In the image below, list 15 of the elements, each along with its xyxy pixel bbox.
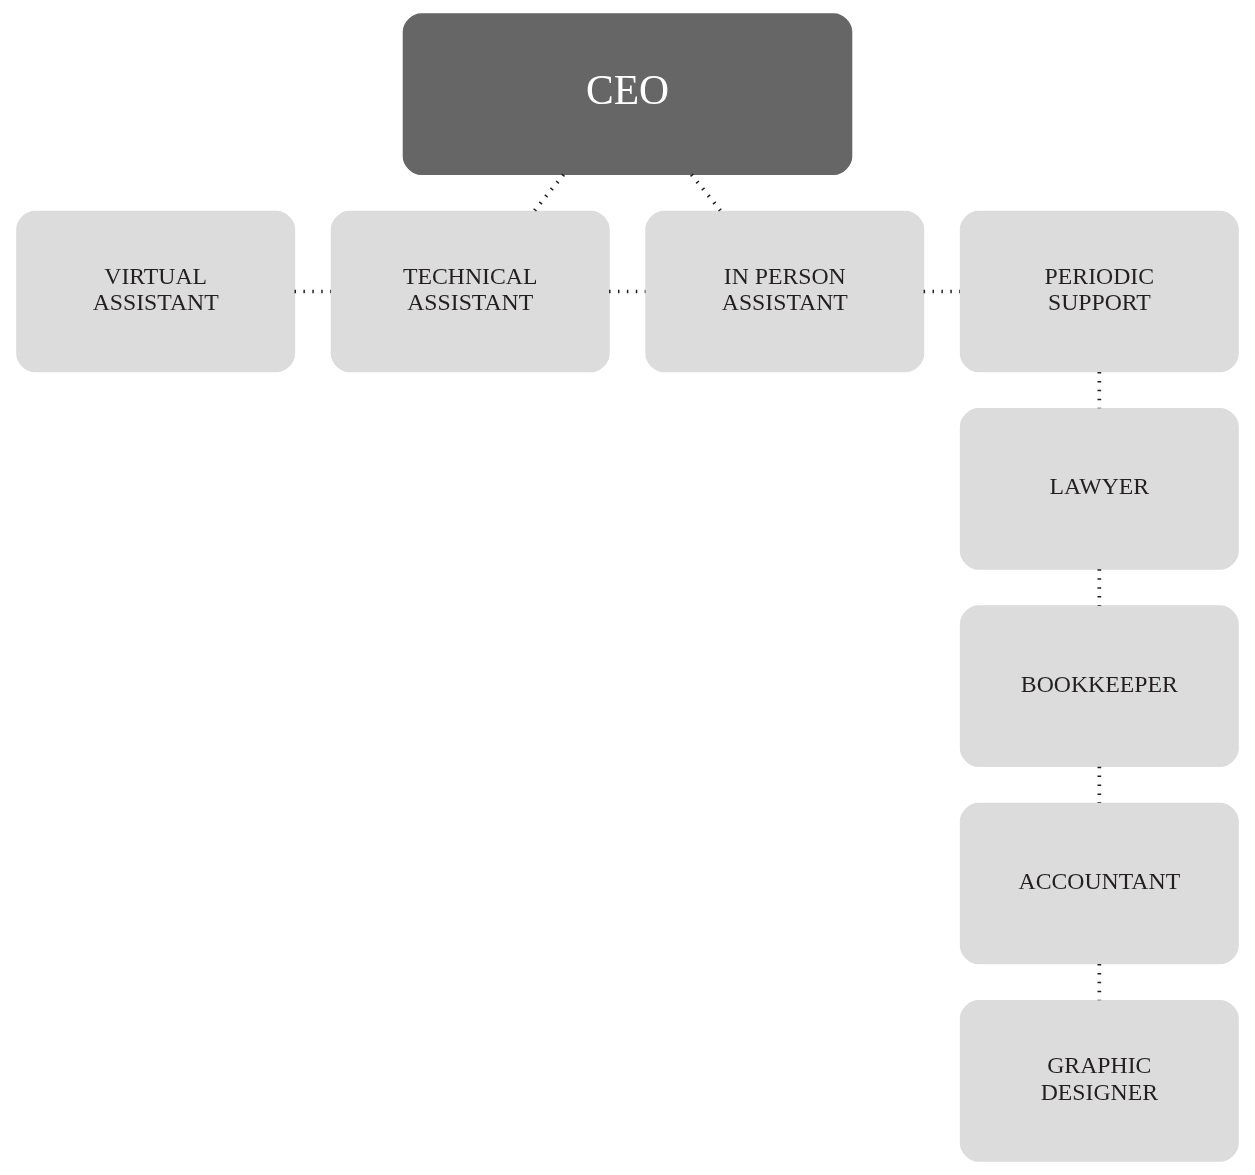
node-box: GRAPHIC DESIGNER (959, 1000, 1239, 1162)
node-box: IN PERSON ASSISTANT (645, 210, 925, 373)
node-box: VIRTUAL ASSISTANT (16, 210, 296, 373)
connector (690, 173, 723, 213)
node-box: TECHNICAL ASSISTANT (330, 210, 610, 373)
node-box: CEO (402, 13, 853, 175)
node-box: ACCOUNTANT (959, 802, 1239, 965)
connector (1097, 766, 1102, 804)
node-box: BOOKKEEPER (959, 605, 1239, 768)
node-box: LAWYER (959, 407, 1239, 570)
connector (294, 289, 331, 294)
connector (532, 173, 565, 213)
connector (923, 289, 960, 294)
connector (1097, 569, 1102, 606)
node-box: PERIODIC SUPPORT (959, 210, 1239, 373)
